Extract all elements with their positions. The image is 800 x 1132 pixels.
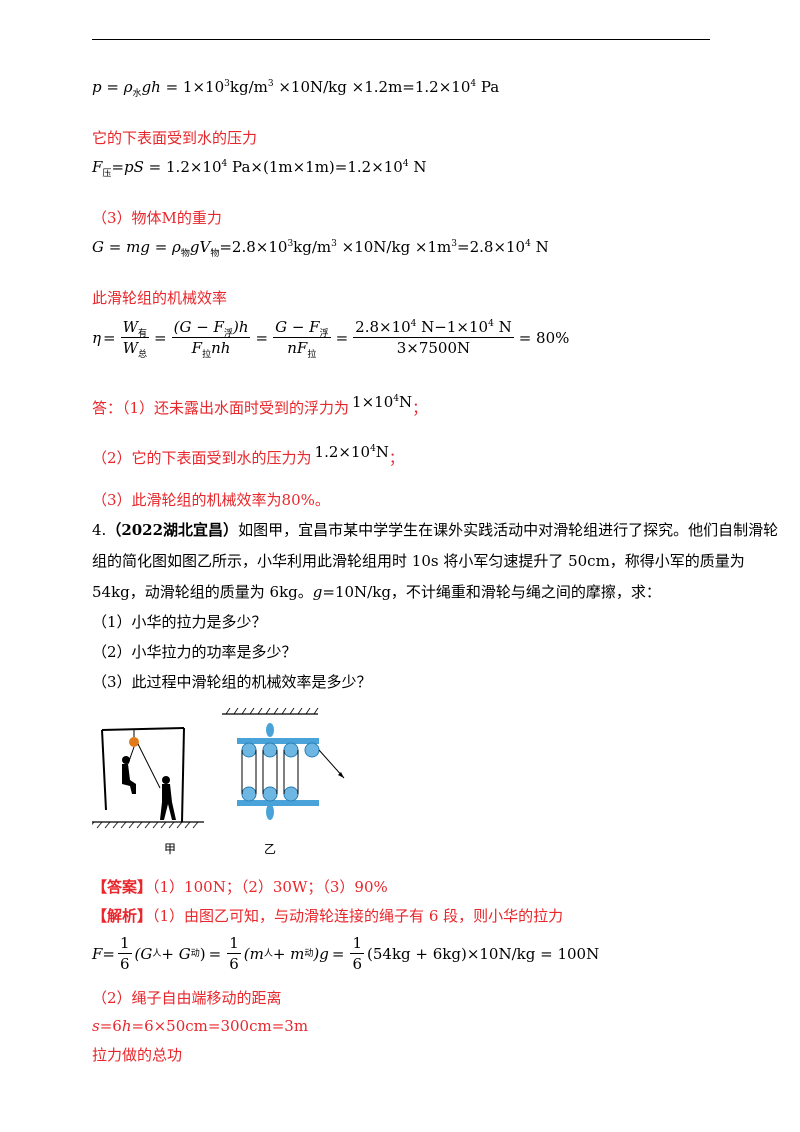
- question-4-line3: 54kg，动滑轮组的质量为 6kg。g=10N/kg，不计绳重和滑轮与绳之间的摩…: [92, 583, 661, 601]
- figure-area: 甲 乙: [88, 702, 372, 856]
- caption-yi: 乙: [264, 842, 277, 856]
- efficiency-text: 此滑轮组的机械效率: [92, 289, 228, 307]
- lower-surface-text: 它的下表面受到水的压力: [92, 129, 258, 147]
- question-4-sub3: （3）此过程中滑轮组的机械效率是多少？: [92, 673, 372, 691]
- figure-jia-illustration: [88, 727, 204, 829]
- figure-yi-illustration: [222, 707, 345, 820]
- total-work-text: 拉力做的总功: [92, 1046, 183, 1064]
- gravity-equation: G = mg = ρ物gV物=2.8×103kg/m3 ×10N/kg ×1m3…: [92, 238, 549, 259]
- answer-3: （3）此滑轮组的机械效率为80%。: [92, 491, 330, 509]
- header-rule: [92, 39, 710, 40]
- pressure-equation: p = ρ水gh = 1×103kg/m3 ×10N/kg ×1.2m=1.2×…: [92, 78, 500, 99]
- rope-distance-text: （2）绳子自由端移动的距离: [92, 989, 282, 1007]
- answer-line: 【答案】（1）100N；（2）30W；（3）90%: [92, 878, 388, 896]
- fraction-gfh: (G − F浮)h F拉nh: [171, 318, 251, 360]
- fraction-gf-nf: G − F浮 nF拉: [273, 318, 331, 360]
- pulley-figures: [88, 707, 345, 829]
- caption-jia: 甲: [164, 842, 177, 856]
- analysis-line: 【解析】（1）由图乙可知，与动滑轮连接的绳子有 6 段，则小华的拉力: [92, 907, 564, 925]
- fraction-numeric: 2.8×104 N−1×104 N 3×7500N: [353, 318, 514, 357]
- question-4-line2: 组的简化图如图乙所示，小华利用此滑轮组用时 10s 将小军匀速提升了 50cm，…: [92, 552, 745, 570]
- question-4-sub2: （2）小华拉力的功率是多少？: [92, 643, 297, 661]
- efficiency-equation: η= W有 W总 = (G − F浮)h F拉nh = G − F浮 nF拉 =…: [92, 318, 570, 360]
- step3-text: （3）物体M的重力: [92, 209, 222, 227]
- question-4-line1: 4.（2022湖北宜昌）如图甲，宜昌市某中学学生在课外实践活动中对滑轮组进行了探…: [92, 521, 779, 539]
- fraction-w: W有 W总: [120, 318, 150, 360]
- rope-distance-equation: s=6h=6×50cm=300cm=3m: [92, 1017, 309, 1035]
- question-4-sub1: （1）小华的拉力是多少？: [92, 613, 267, 631]
- force-equation: F压=pS = 1.2×104 Pa×(1m×1m)=1.2×104 N: [92, 158, 427, 179]
